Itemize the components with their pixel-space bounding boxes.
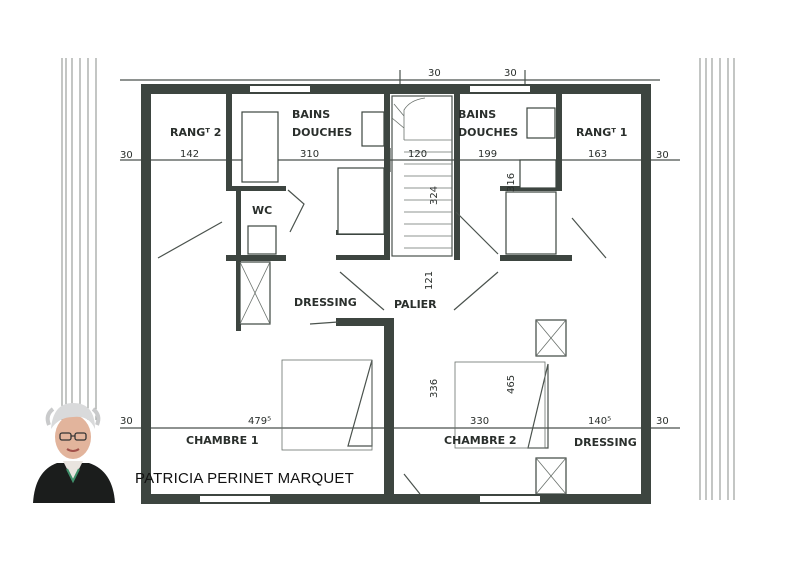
room-outlines — [281, 359, 546, 451]
dim-316: 316 — [506, 173, 517, 192]
dimension-lines — [120, 70, 680, 429]
dim-right-30-top: 30 — [656, 150, 669, 161]
room-label-bains-douches-left: BAINS DOUCHES — [292, 108, 352, 139]
room-label-chambre-1: CHAMBRE 1 — [186, 434, 259, 447]
room-label-dressing-right: DRESSING — [574, 436, 637, 449]
left-margin-lines — [61, 58, 97, 420]
dim-336: 336 — [429, 379, 440, 398]
room-label-wc: WC — [252, 204, 272, 217]
dim-465: 465 — [506, 375, 517, 394]
room-label-chambre-2: CHAMBRE 2 — [444, 434, 517, 447]
bains-left-line2: DOUCHES — [292, 126, 352, 139]
sanitary-fixtures — [239, 107, 567, 495]
bains-left-line1: BAINS — [292, 108, 330, 121]
dim-left-30-bottom: 30 — [120, 416, 133, 427]
dim-120: 120 — [408, 149, 427, 160]
dim-top-30-b: 30 — [504, 68, 517, 79]
right-margin-lines — [699, 58, 735, 500]
outer-walls — [141, 84, 651, 504]
bains-right-line1: BAINS — [458, 108, 496, 121]
agent-name: PATRICIA PERINET MARQUET — [135, 470, 354, 487]
dim-top-30-a: 30 — [428, 68, 441, 79]
dim-left-30-top: 30 — [120, 150, 133, 161]
dim-479: 479⁵ — [248, 416, 271, 427]
dim-right-30-bottom: 30 — [656, 416, 669, 427]
dim-199: 199 — [478, 149, 497, 160]
room-label-dressing-left: DRESSING — [294, 296, 357, 309]
bains-right-line2: DOUCHES — [458, 126, 518, 139]
staircase — [391, 95, 453, 257]
dim-310: 310 — [300, 149, 319, 160]
dim-163: 163 — [588, 149, 607, 160]
room-label-rangement-1: RANGᵀ 1 — [576, 126, 627, 139]
dim-140: 140⁵ — [588, 416, 611, 427]
room-label-bains-douches-right: BAINS DOUCHES — [458, 108, 518, 139]
room-label-palier: PALIER — [394, 298, 437, 311]
dim-142: 142 — [180, 149, 199, 160]
dim-324: 324 — [429, 186, 440, 205]
dim-121: 121 — [424, 271, 435, 290]
dim-330: 330 — [470, 416, 489, 427]
room-label-rangement-2: RANGᵀ 2 — [170, 126, 221, 139]
agent-avatar — [33, 403, 115, 503]
